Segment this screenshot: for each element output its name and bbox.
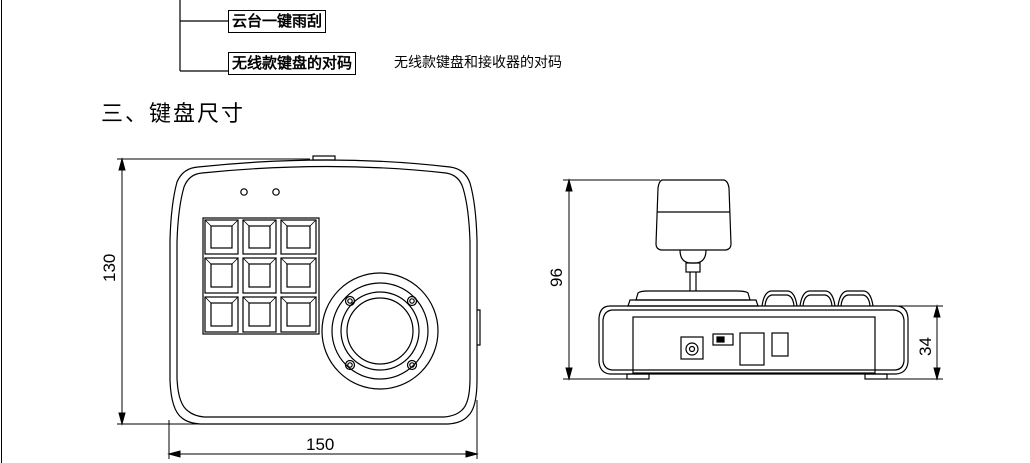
tree-item-wiper: 云台一键雨刮	[228, 10, 327, 33]
connector-port-2	[771, 332, 789, 357]
connector-port-1	[739, 332, 765, 366]
tree-connector	[179, 0, 229, 72]
side-view	[563, 178, 943, 381]
dimension-front-height	[117, 157, 310, 426]
front-view	[117, 155, 481, 459]
tree-item-note: 无线款键盘和接收器的对码	[394, 55, 562, 71]
tree-item-wireless-pairing: 无线款键盘的对码	[228, 52, 357, 75]
joystick-front	[321, 272, 439, 390]
dimension-label-150: 150	[306, 435, 335, 454]
dimension-label-96: 96	[547, 257, 567, 287]
power-switch	[712, 333, 734, 346]
section-heading: 三、键盘尺寸	[101, 102, 246, 127]
dimension-label-34: 34	[916, 326, 936, 356]
led-indicator-1	[240, 188, 248, 196]
dimension-side-total-height	[563, 178, 660, 381]
dimension-value-130: 130	[100, 253, 119, 282]
keypad-grid	[202, 217, 320, 335]
dimension-front-width	[167, 400, 479, 459]
dimension-side-body-height	[887, 304, 943, 381]
led-indicator-2	[272, 188, 280, 196]
dimension-label-130: 130	[100, 242, 120, 282]
dimension-value-96: 96	[547, 268, 566, 287]
dc-power-jack	[680, 336, 704, 360]
dimension-value-34: 34	[916, 337, 935, 356]
